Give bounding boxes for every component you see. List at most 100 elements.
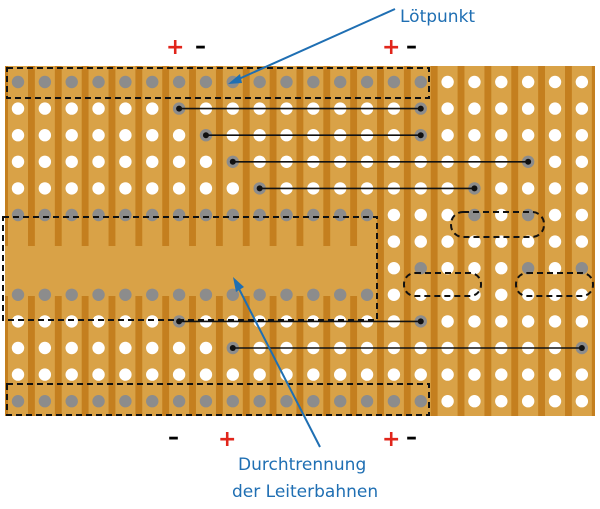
wire-end-b-3	[471, 185, 478, 192]
hole-15-8	[414, 288, 427, 301]
solder-hole-1-5	[38, 208, 52, 222]
solder-hole-7-5	[199, 208, 213, 222]
hole-2-10	[65, 341, 78, 355]
solder-hole-7-0	[199, 75, 213, 89]
hole-3-4	[92, 182, 105, 195]
hole-20-4	[548, 182, 562, 195]
hole-7-4	[199, 182, 213, 195]
hole-15-5	[414, 208, 427, 222]
solder-hole-9-12	[253, 395, 266, 408]
solder-hole-3-12	[92, 395, 105, 408]
hole-1-9	[38, 315, 52, 328]
hole-18-8	[495, 288, 508, 301]
hole-3-9	[92, 315, 105, 328]
hole-4-2	[119, 129, 132, 142]
solder-hole-8-5	[226, 208, 239, 222]
solder-hole-5-8	[146, 288, 159, 301]
hole-3-3	[92, 155, 105, 168]
solder-hole-9-0	[253, 75, 266, 89]
solder-hole-6-0	[172, 75, 186, 89]
hole-3-11	[92, 368, 105, 381]
hole-0-4	[11, 182, 25, 195]
hole-5-3	[146, 155, 159, 168]
hole-21-4	[575, 182, 589, 195]
hole-16-1	[441, 102, 454, 115]
hole-4-3	[119, 155, 132, 168]
hole-5-4	[146, 182, 159, 195]
hole-18-6	[495, 235, 508, 248]
solder-hole-9-5	[253, 208, 266, 222]
cut-arrowhead	[233, 277, 244, 292]
solder-point-arrowhead	[228, 74, 242, 84]
solder-point-arrow	[231, 8, 396, 83]
dashed-boxes	[2, 67, 594, 416]
hole-3-2	[92, 129, 105, 142]
hole-6-2	[172, 129, 186, 142]
hole-7-11	[199, 368, 213, 381]
solder-hole-17-5	[468, 208, 481, 222]
hole-5-9	[146, 315, 159, 328]
hole-21-5	[575, 208, 589, 222]
hole-15-11	[414, 368, 427, 381]
hole-0-2	[11, 129, 25, 142]
hole-9-11	[253, 368, 266, 381]
minus-sign-top-left: –	[195, 34, 206, 59]
dashed-box-cut-region	[2, 216, 378, 321]
hole-1-4	[38, 182, 52, 195]
hole-11-11	[307, 368, 320, 381]
strip-8	[222, 66, 243, 416]
hole-14-11	[387, 368, 401, 381]
hole-20-0	[548, 75, 562, 89]
strip-12	[330, 66, 351, 416]
hole-4-1	[119, 102, 132, 115]
wire-end-a-0	[176, 105, 183, 112]
hole-17-12	[468, 395, 481, 408]
hole-16-7	[441, 262, 454, 275]
hole-6-10	[172, 341, 186, 355]
cut-arrow	[235, 282, 321, 448]
hole-20-2	[548, 129, 562, 142]
hole-18-7	[495, 262, 508, 275]
strip-3	[88, 66, 109, 416]
strip-13	[357, 66, 378, 416]
hole-8-11	[226, 368, 239, 381]
hole-18-0	[495, 75, 508, 89]
solder-hole-4-8	[119, 288, 132, 301]
strip-7	[195, 66, 216, 416]
hole-0-10	[11, 341, 25, 355]
hole-5-2	[146, 129, 159, 142]
minus-sign-bottom-right: –	[406, 425, 417, 450]
strip-5	[142, 66, 163, 416]
hole-2-9	[65, 315, 78, 328]
solder-hole-13-5	[360, 208, 374, 222]
hole-14-6	[387, 235, 401, 248]
strip-9	[249, 66, 270, 416]
hole-17-6	[468, 235, 481, 248]
solder-hole-9-8	[253, 288, 266, 301]
hole-0-3	[11, 155, 25, 168]
solder-hole-2-8	[65, 288, 78, 301]
wire-end-a-3	[256, 185, 263, 192]
hole-21-2	[575, 129, 589, 142]
solder-hole-0-12	[11, 395, 25, 408]
dashed-box-bottom-rail	[6, 383, 430, 416]
hole-4-10	[119, 341, 132, 355]
hole-20-11	[548, 368, 562, 381]
hole-19-8	[521, 288, 535, 301]
hole-17-9	[468, 315, 481, 328]
dashed-box-jumper-1	[450, 211, 545, 238]
hole-20-8	[548, 288, 562, 301]
hole-20-1	[548, 102, 562, 115]
wire-end-a-5	[229, 345, 236, 351]
solder-hole-5-5	[146, 208, 159, 222]
dashed-box-jumper-3	[515, 272, 594, 297]
hole-16-9	[441, 315, 454, 328]
hole-18-1	[495, 102, 508, 115]
solder-hole-12-8	[334, 288, 347, 301]
hole-0-9	[11, 315, 25, 328]
solder-hole-3-5	[92, 208, 105, 222]
hole-3-1	[92, 102, 105, 115]
wire-end-a-2	[229, 158, 236, 165]
hole-17-11	[468, 368, 481, 381]
hole-1-2	[38, 129, 52, 142]
